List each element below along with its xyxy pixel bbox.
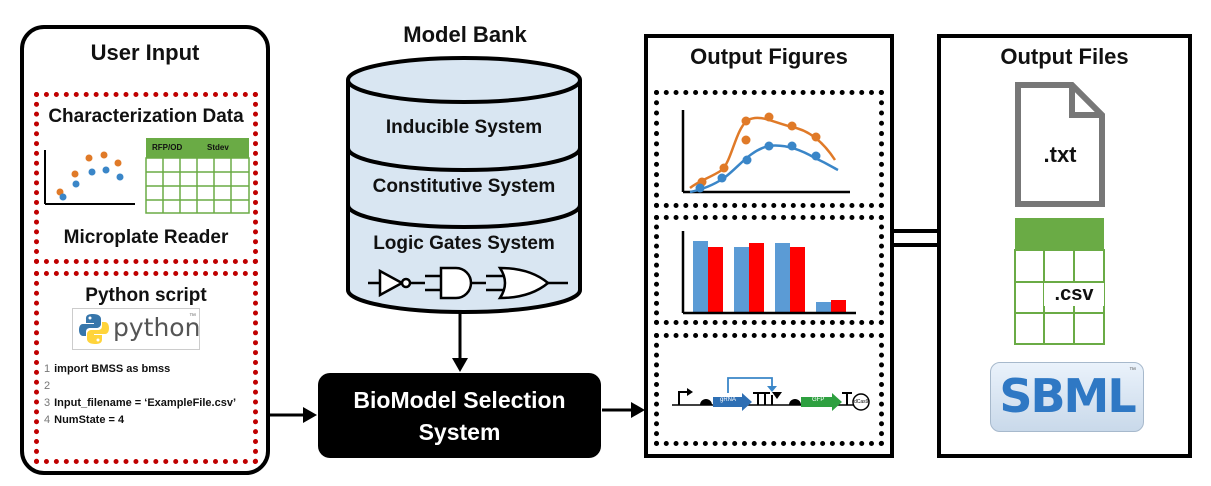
python-script-box [34,271,258,464]
biomodel-selection-line2: System [418,419,501,445]
system-inducible: Inducible System [385,117,543,138]
user-input-title: User Input [90,40,200,65]
figure-genetic-circuit-box [654,333,884,446]
python-script-title: Python script [85,285,207,306]
biomodel-selection-system-box [318,373,601,458]
characterization-data-title: Characterization Data [48,106,244,127]
sbml-logo-tm: ™ [1129,367,1136,374]
sbml-logo-text: SBML [999,369,1136,423]
csv-file-label: .csv [1044,283,1104,306]
python-logo-tm: ™ [189,313,196,320]
txt-file-label: .txt [1043,142,1077,167]
gene-label-grna: gRNA [720,397,737,403]
output-files-title: Output Files [1000,44,1129,69]
microplate-reader-label: Microplate Reader [63,227,229,248]
biomodel-selection-line1: BioModel Selection [353,387,566,413]
characterization-data-box [34,92,258,264]
python-snake-icon [79,314,109,344]
figure-line-chart-box [654,90,884,208]
code-line-2: 2 [44,380,51,392]
python-logo-text: python [113,313,201,342]
system-constitutive: Constitutive System [372,176,556,197]
python-logo: python ™ [72,308,200,350]
model-bank-title: Model Bank [403,22,527,47]
figure-bar-chart-box [654,215,884,325]
output-figures-title: Output Figures [690,44,848,69]
sbml-logo: SBML ™ [990,362,1144,432]
gene-label-dcas9: dCas9 [854,399,869,405]
user-input-panel [20,25,270,475]
table-header-stdev: Stdev [207,143,229,152]
system-logic-gates: Logic Gates System [373,233,555,254]
gene-label-gfp: GFP [812,397,825,403]
table-header-rfp-od: RFP/OD [152,143,183,152]
biomodel-selection-label: BioModel Selection System [318,384,601,448]
